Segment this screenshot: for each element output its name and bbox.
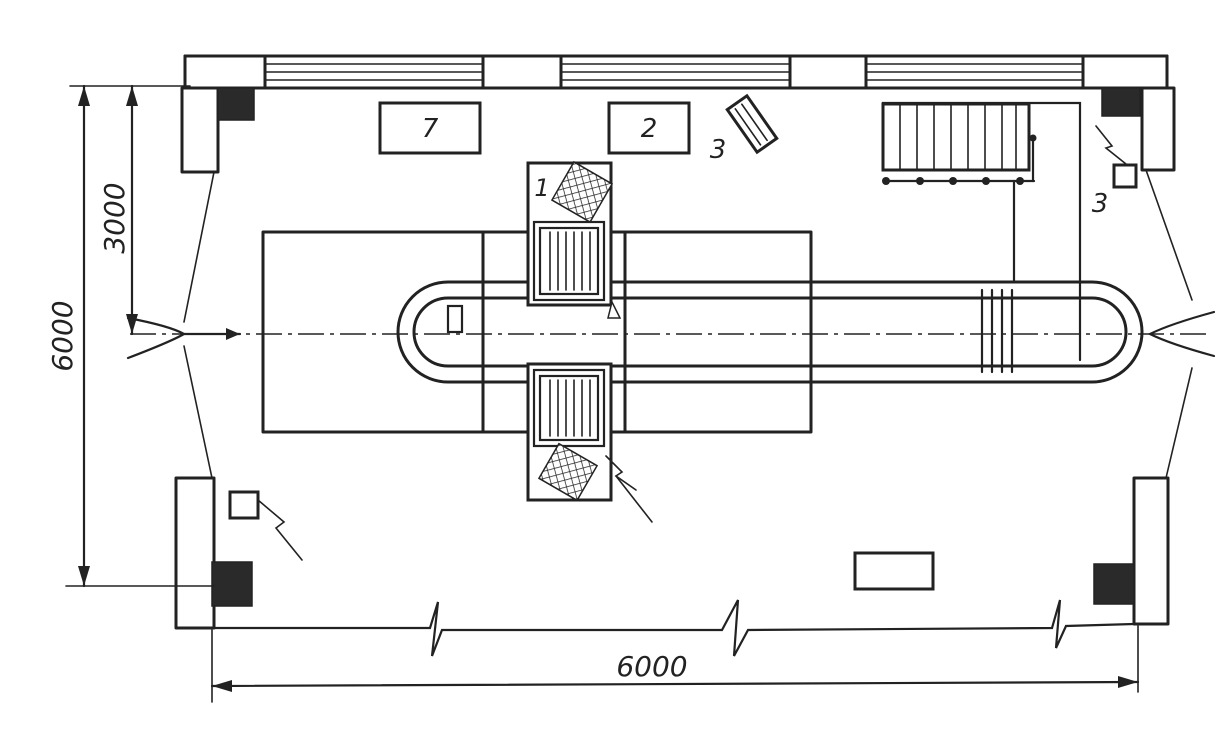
radiator-top-right (881, 102, 1037, 185)
equipment-bottom-box (853, 551, 935, 591)
gate-left (126, 171, 242, 479)
gate-right (1145, 169, 1216, 479)
window-left (264, 63, 484, 81)
dimension-vertical-full: 6000 (46, 84, 215, 588)
dimension-vertical-half: 3000 (98, 84, 138, 336)
window-center (560, 63, 791, 81)
dimension-horizontal: 6000 (210, 625, 1140, 703)
window-right (865, 63, 1084, 81)
top-wall (183, 54, 1169, 90)
equipment-7: 7 (378, 101, 482, 155)
floor-line-bottom (174, 599, 1136, 657)
lift-lower (526, 362, 653, 523)
equipment-2-label: 2 (641, 114, 658, 144)
column-top-right (1101, 87, 1141, 117)
wall-right-bottom (1132, 476, 1170, 626)
equipment-3-top-label: 3 (710, 135, 727, 165)
equipment-7-label: 7 (422, 114, 439, 144)
equipment-3-right-label: 3 (1092, 189, 1109, 219)
equipment-3-top: 3 (710, 93, 779, 165)
lift-upper: 1 (526, 160, 622, 319)
equipment-2: 2 (607, 101, 691, 155)
socket-top-right: 3 (1092, 125, 1138, 219)
socket-bottom-left (228, 490, 303, 561)
conveyor-track (396, 280, 1144, 384)
pipe-right (881, 101, 1082, 362)
dimension-vertical-full-label: 6000 (46, 300, 79, 371)
dimension-horizontal-label: 6000 (616, 650, 687, 683)
equipment-1-label: 1 (534, 174, 549, 202)
dimension-vertical-half-label: 3000 (98, 182, 131, 253)
column-bottom-right (1093, 563, 1135, 605)
wall-left-bottom (174, 476, 216, 630)
column-top-left (217, 87, 255, 121)
wall-left-top (180, 86, 220, 174)
column-bottom-left (211, 561, 253, 607)
wall-right-top (1140, 86, 1176, 172)
